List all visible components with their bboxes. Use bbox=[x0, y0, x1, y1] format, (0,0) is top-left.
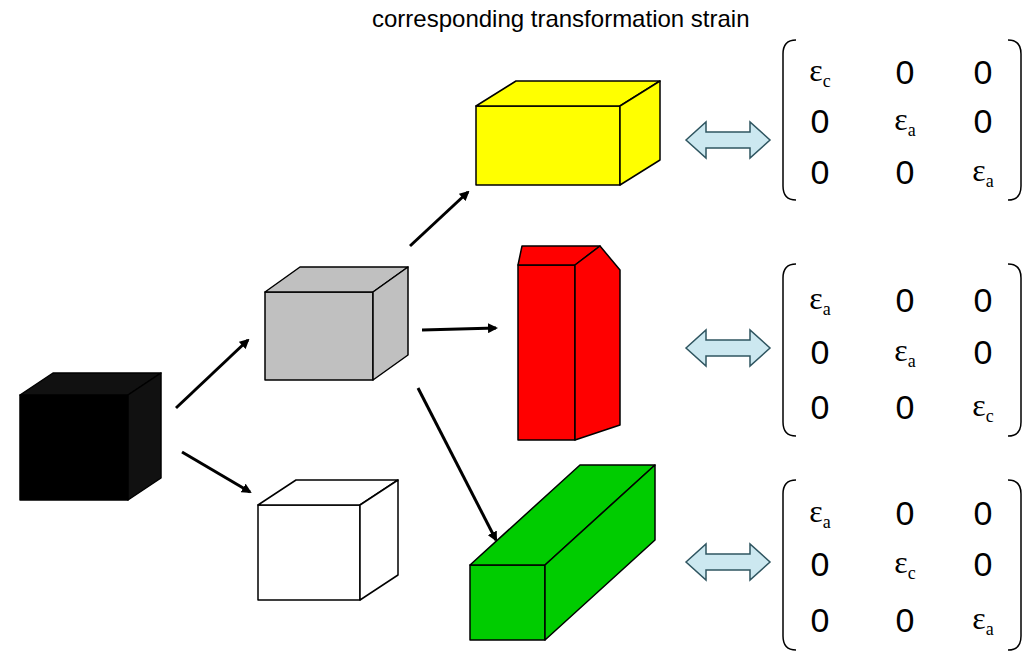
strain-symbol: εa bbox=[809, 282, 830, 318]
matrix-entry: 0 bbox=[896, 603, 915, 637]
matrix-entry: 0 bbox=[896, 155, 915, 189]
strain-symbol: εa bbox=[894, 103, 915, 139]
matrix-entry: 0 bbox=[974, 104, 993, 138]
matrix-entry: 0 bbox=[974, 283, 993, 317]
matrix-entry: 0 bbox=[974, 496, 993, 530]
strain-symbol: εa bbox=[894, 334, 915, 370]
strain-symbol: εc bbox=[809, 54, 830, 90]
matrix-entry: 0 bbox=[811, 104, 830, 138]
matrix-entry: 0 bbox=[974, 335, 993, 369]
column-heading: corresponding transformation strain bbox=[372, 7, 750, 31]
matrix-entry: 0 bbox=[811, 603, 830, 637]
matrix-entry: 0 bbox=[811, 390, 830, 424]
strain-symbol: εa bbox=[972, 602, 993, 638]
strain-symbol: εa bbox=[809, 495, 830, 531]
matrix-entry: 0 bbox=[974, 55, 993, 89]
matrix-entry: 0 bbox=[896, 283, 915, 317]
strain-symbol: εc bbox=[894, 546, 915, 582]
matrix-entry: 0 bbox=[974, 547, 993, 581]
strain-symbol: εc bbox=[972, 389, 993, 425]
matrix-entry: 0 bbox=[896, 390, 915, 424]
matrix-entry: 0 bbox=[811, 335, 830, 369]
matrix-entry: 0 bbox=[811, 547, 830, 581]
matrix-entry: 0 bbox=[811, 155, 830, 189]
strain-symbol: εa bbox=[972, 154, 993, 190]
matrix-entry: 0 bbox=[896, 496, 915, 530]
matrix-entry: 0 bbox=[896, 55, 915, 89]
